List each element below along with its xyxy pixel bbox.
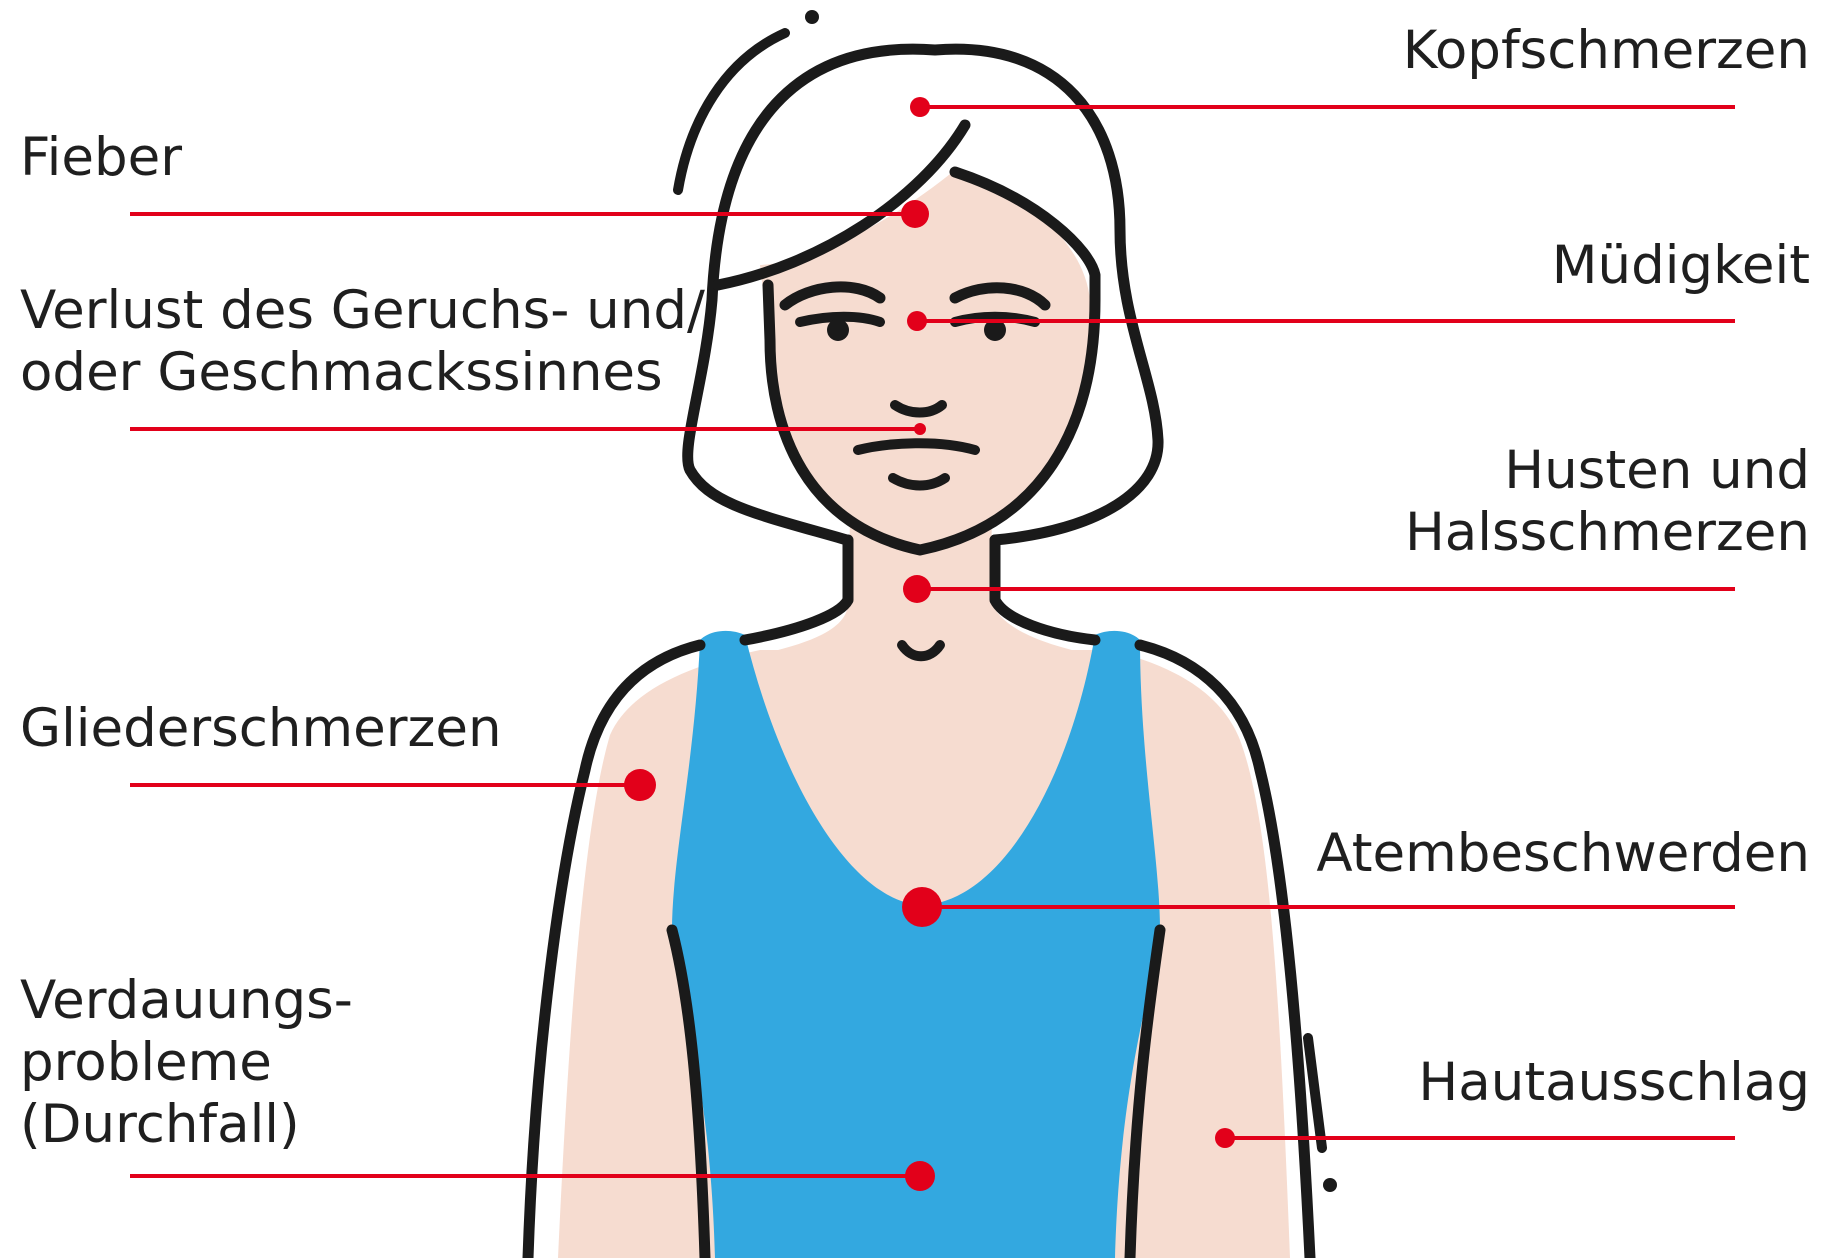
marker-dot-haut <box>1215 1128 1235 1148</box>
label-geruch-geschmack: Verlust des Geruchs- und/oder Geschmacks… <box>20 280 705 404</box>
woman-illustration <box>528 10 1337 1258</box>
marker-dot-atem <box>902 887 942 927</box>
label-muedigkeit: Müdigkeit <box>1552 235 1810 297</box>
label-kopfschmerzen: Kopfschmerzen <box>1403 20 1810 82</box>
label-verdauungsprobleme: Verdauungs-probleme(Durchfall) <box>20 970 353 1156</box>
marker-dot-fieber <box>901 200 929 228</box>
neck-left <box>745 540 848 640</box>
label-atembeschwerden: Atembeschwerden <box>1316 823 1810 885</box>
label-line: (Durchfall) <box>20 1094 353 1156</box>
hair-accent-dot <box>805 10 819 24</box>
left-pupil <box>827 319 849 341</box>
label-line: Husten und <box>1405 440 1810 502</box>
label-line: Halsschmerzen <box>1405 502 1810 564</box>
label-hautausschlag: Hautausschlag <box>1418 1052 1810 1114</box>
label-line: probleme <box>20 1032 353 1094</box>
label-line: Verdauungs- <box>20 970 353 1032</box>
marker-dot-kopfschmerzen <box>910 97 930 117</box>
label-line: Fieber <box>20 127 182 189</box>
rash-mark-lines <box>1308 1038 1322 1148</box>
label-line: Hautausschlag <box>1418 1052 1810 1114</box>
rash-mark-dot <box>1323 1178 1337 1192</box>
marker-dot-muedigkeit <box>907 311 927 331</box>
label-line: Verlust des Geruchs- und/ <box>20 280 705 342</box>
label-line: Kopfschmerzen <box>1403 20 1810 82</box>
marker-dot-geruch <box>914 423 926 435</box>
label-gliederschmerzen: Gliederschmerzen <box>20 698 502 760</box>
label-line: Gliederschmerzen <box>20 698 502 760</box>
label-fieber: Fieber <box>20 127 182 189</box>
marker-dot-verdauung <box>905 1161 935 1191</box>
marker-dot-glieder <box>624 769 656 801</box>
label-line: Atembeschwerden <box>1316 823 1810 885</box>
skin-face <box>760 170 1090 550</box>
marker-dot-husten <box>903 575 931 603</box>
label-line: oder Geschmackssinnes <box>20 342 705 404</box>
label-line: Müdigkeit <box>1552 235 1810 297</box>
